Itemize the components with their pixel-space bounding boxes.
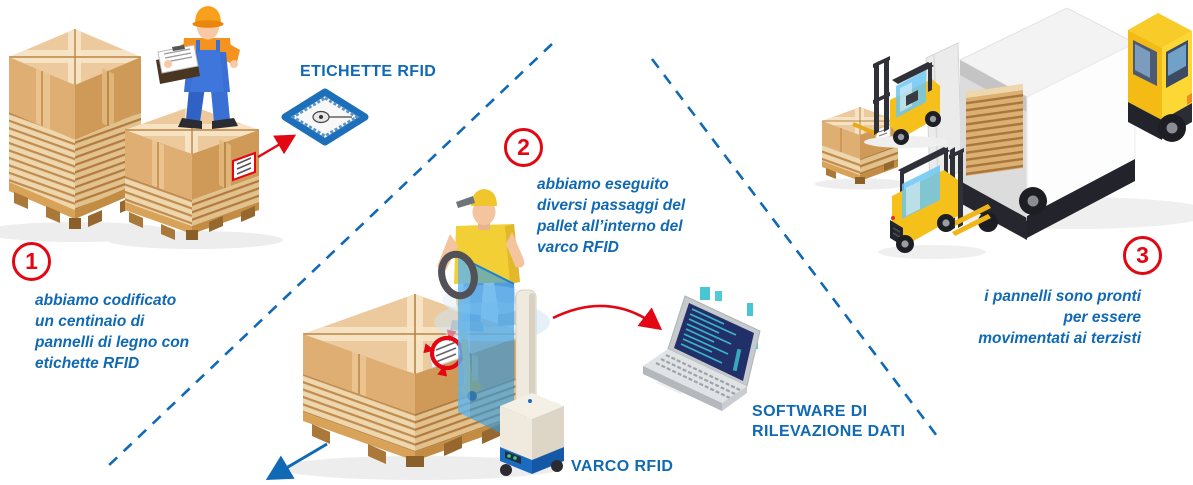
worker-clipboard-icon — [156, 6, 240, 129]
rfid-gate-icon — [434, 255, 564, 476]
varco-rfid-label: VARCO RFID — [571, 458, 674, 475]
rfid-tag-icon — [281, 88, 369, 146]
divider-dashed-line-left — [105, 43, 553, 469]
laptop-icon — [643, 287, 761, 411]
etichette-rfid-label: ETICHETTE RFID — [300, 63, 437, 80]
step-1-caption: abbiamo codificato un centinaio di panne… — [35, 292, 190, 372]
step-2-caption: abbiamo eseguito diversi passaggi del pa… — [537, 176, 686, 256]
step-3-badge: 3 — [1123, 236, 1162, 275]
data-flow-arrow-icon — [552, 304, 663, 331]
software-label: SOFTWARE DI RILEVAZIONE DATI — [752, 403, 906, 440]
forklift-upper-icon — [852, 56, 948, 148]
label-pointer-arrow-icon — [232, 134, 297, 182]
direction-arrow-icon — [265, 442, 328, 481]
step-1-badge: 1 — [12, 242, 51, 281]
forklift-lower-icon — [878, 147, 991, 259]
pallet-stack-large-icon — [0, 29, 173, 242]
jack-handle-icon — [438, 250, 478, 300]
step-2-badge: 2 — [504, 128, 543, 167]
step-3-caption: i pannelli sono pronti per essere movime… — [978, 288, 1141, 347]
truck-icon — [925, 7, 1193, 240]
